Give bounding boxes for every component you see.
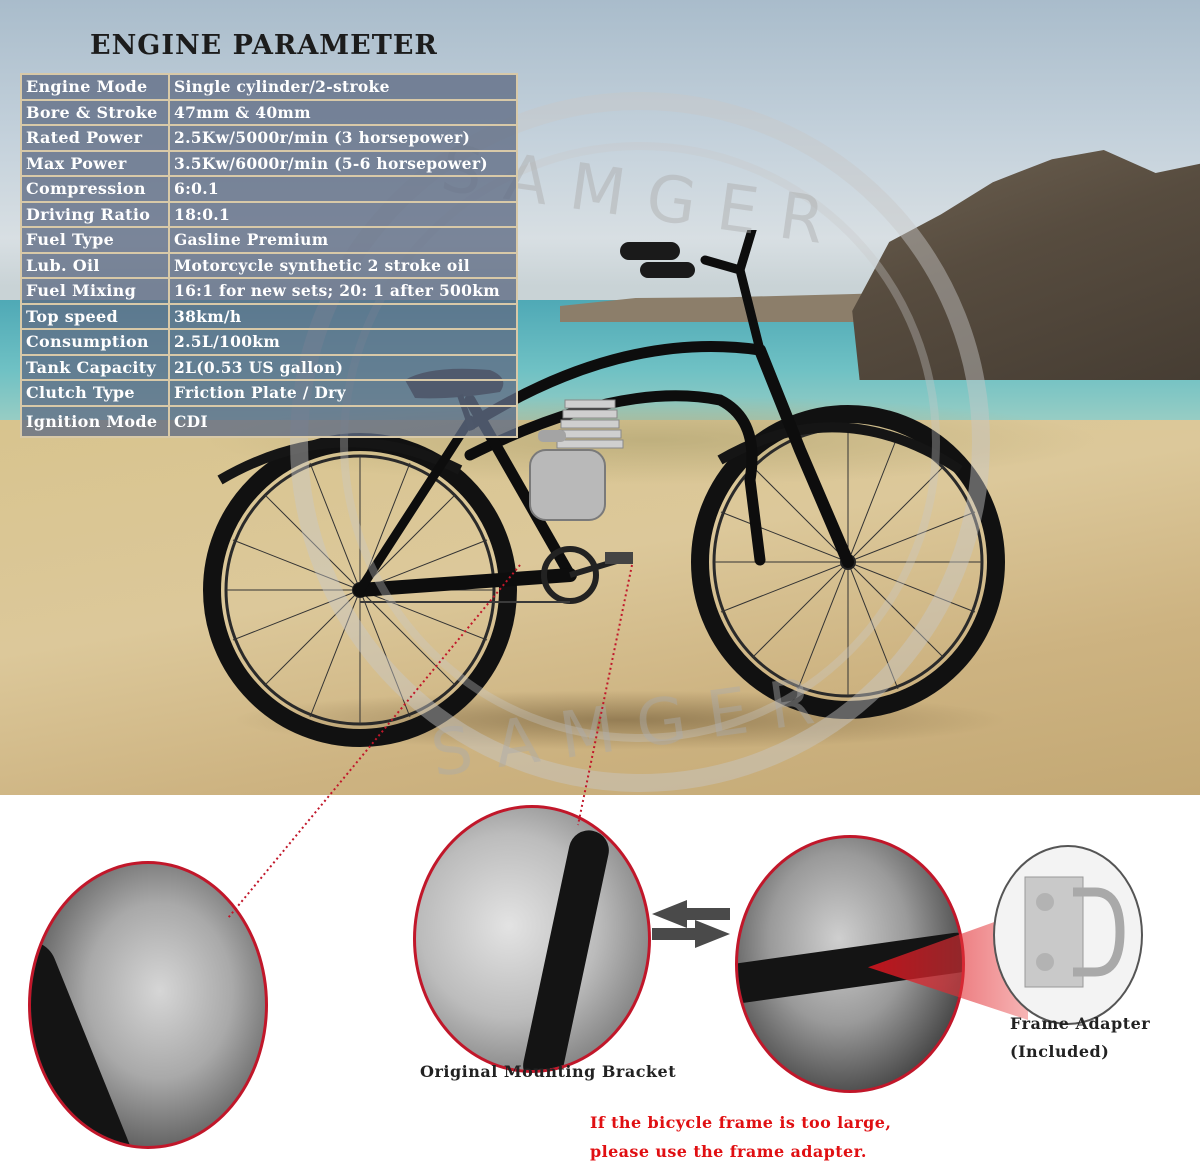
param-label: Fuel Mixing [20,277,170,305]
swap-arrows-icon [652,900,730,948]
param-value: 2.5Kw/5000r/min (3 horsepower) [168,124,518,152]
param-value: CDI [168,404,518,438]
param-label: Rated Power [20,124,170,152]
param-label: Clutch Type [20,379,170,407]
param-value: 2L(0.53 US gallon) [168,353,518,381]
param-value: 47mm & 40mm [168,98,518,126]
param-label: Driving Ratio [20,200,170,228]
u-bolt-plate-icon [1024,876,1125,988]
engine-clutch-closeup [28,861,268,1149]
frame-tube [519,826,613,1070]
param-value: Friction Plate / Dry [168,379,518,407]
adapter-caption-included: (Included) [1010,1042,1110,1061]
param-label: Bore & Stroke [20,98,170,126]
param-label: Top speed [20,302,170,330]
beach-scene-photo: SAMGER SAMGER ENGINE PARAMETER Engine Mo… [0,0,1200,795]
frame-note-line2: please use the frame adapter. [590,1142,867,1161]
frame-adapter-image [993,845,1143,1025]
param-value: 18:0.1 [168,200,518,228]
param-value: 2.5L/100km [168,328,518,356]
watermark-inner-ring [340,142,940,742]
param-label: Lub. Oil [20,251,170,279]
param-value: 3.5Kw/6000r/min (5-6 horsepower) [168,149,518,177]
bracket-caption: Original Mounting Bracket [420,1062,677,1081]
frame-note-line1: If the bicycle frame is too large, [590,1113,892,1132]
page-title: ENGINE PARAMETER [90,30,438,61]
adapter-caption: Frame Adapter [1010,1014,1151,1033]
frame-tube [31,933,142,1146]
param-value: 16:1 for new sets; 20: 1 after 500km [168,277,518,305]
detail-section [0,795,1200,1170]
param-label: Fuel Type [20,226,170,254]
param-value: 38km/h [168,302,518,330]
param-value: 6:0.1 [168,175,518,203]
param-label: Tank Capacity [20,353,170,381]
param-label: Engine Mode [20,73,170,101]
param-label: Max Power [20,149,170,177]
param-label: Compression [20,175,170,203]
param-value: Single cylinder/2-stroke [168,73,518,101]
param-label: Consumption [20,328,170,356]
param-value: Gasline Premium [168,226,518,254]
param-value: Motorcycle synthetic 2 stroke oil [168,251,518,279]
original-bracket-closeup [413,805,651,1073]
param-label: Ignition Mode [20,404,170,438]
